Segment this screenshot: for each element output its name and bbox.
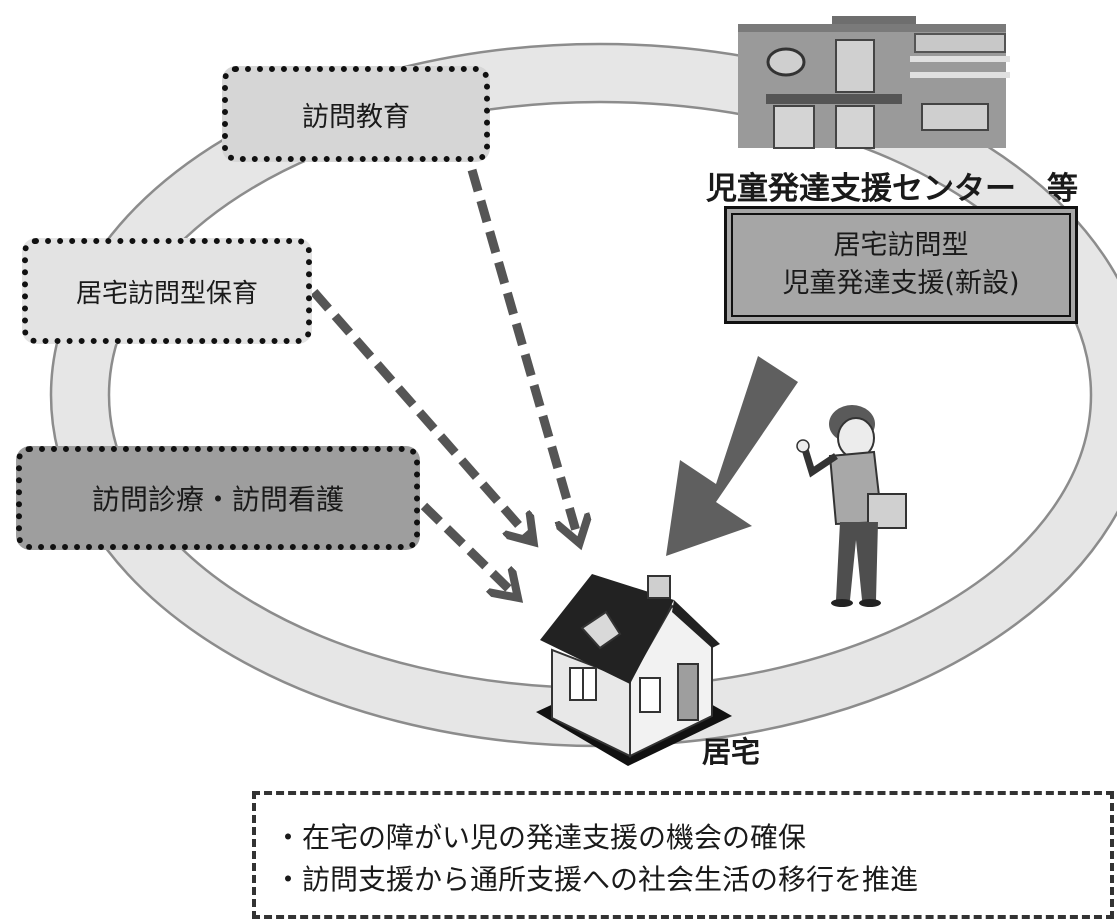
new-service-box: 居宅訪問型 児童発達支援(新設) bbox=[724, 206, 1078, 324]
note-line-2: ・訪問支援から通所支援への社会生活の移行を推進 bbox=[274, 863, 919, 896]
houmon-kyoiku-label: 訪問教育 bbox=[302, 101, 410, 133]
new-service-line1: 居宅訪問型 bbox=[833, 230, 969, 261]
houmon-kyoiku-box: 訪問教育 bbox=[222, 66, 490, 162]
dashed-arrow-shinryo bbox=[420, 502, 514, 594]
shinryo-kango-box: 訪問診療・訪問看護 bbox=[16, 446, 420, 550]
caregiver-person-icon bbox=[796, 405, 907, 607]
dashed-arrow-kyoiku bbox=[467, 168, 578, 538]
house-icon bbox=[536, 574, 732, 766]
dashed-arrow-hoiku bbox=[310, 289, 530, 538]
new-service-line2: 児童発達支援(新設) bbox=[782, 268, 1020, 299]
home-label: 居宅 bbox=[702, 735, 761, 769]
shinryo-kango-label: 訪問診療・訪問看護 bbox=[91, 483, 344, 516]
center-label: 児童発達支援センター 等 bbox=[706, 171, 1078, 207]
bold-arrow bbox=[666, 356, 798, 556]
note-box: ・在宅の障がい児の発達支援の機会の確保 ・訪問支援から通所支援への社会生活の移行… bbox=[252, 791, 1114, 919]
note-line-1: ・在宅の障がい児の発達支援の機会の確保 bbox=[274, 821, 807, 854]
kyotaku-hoiku-box: 居宅訪問型保育 bbox=[22, 238, 312, 344]
building-icon bbox=[738, 16, 1010, 149]
kyotaku-hoiku-label: 居宅訪問型保育 bbox=[75, 278, 258, 309]
